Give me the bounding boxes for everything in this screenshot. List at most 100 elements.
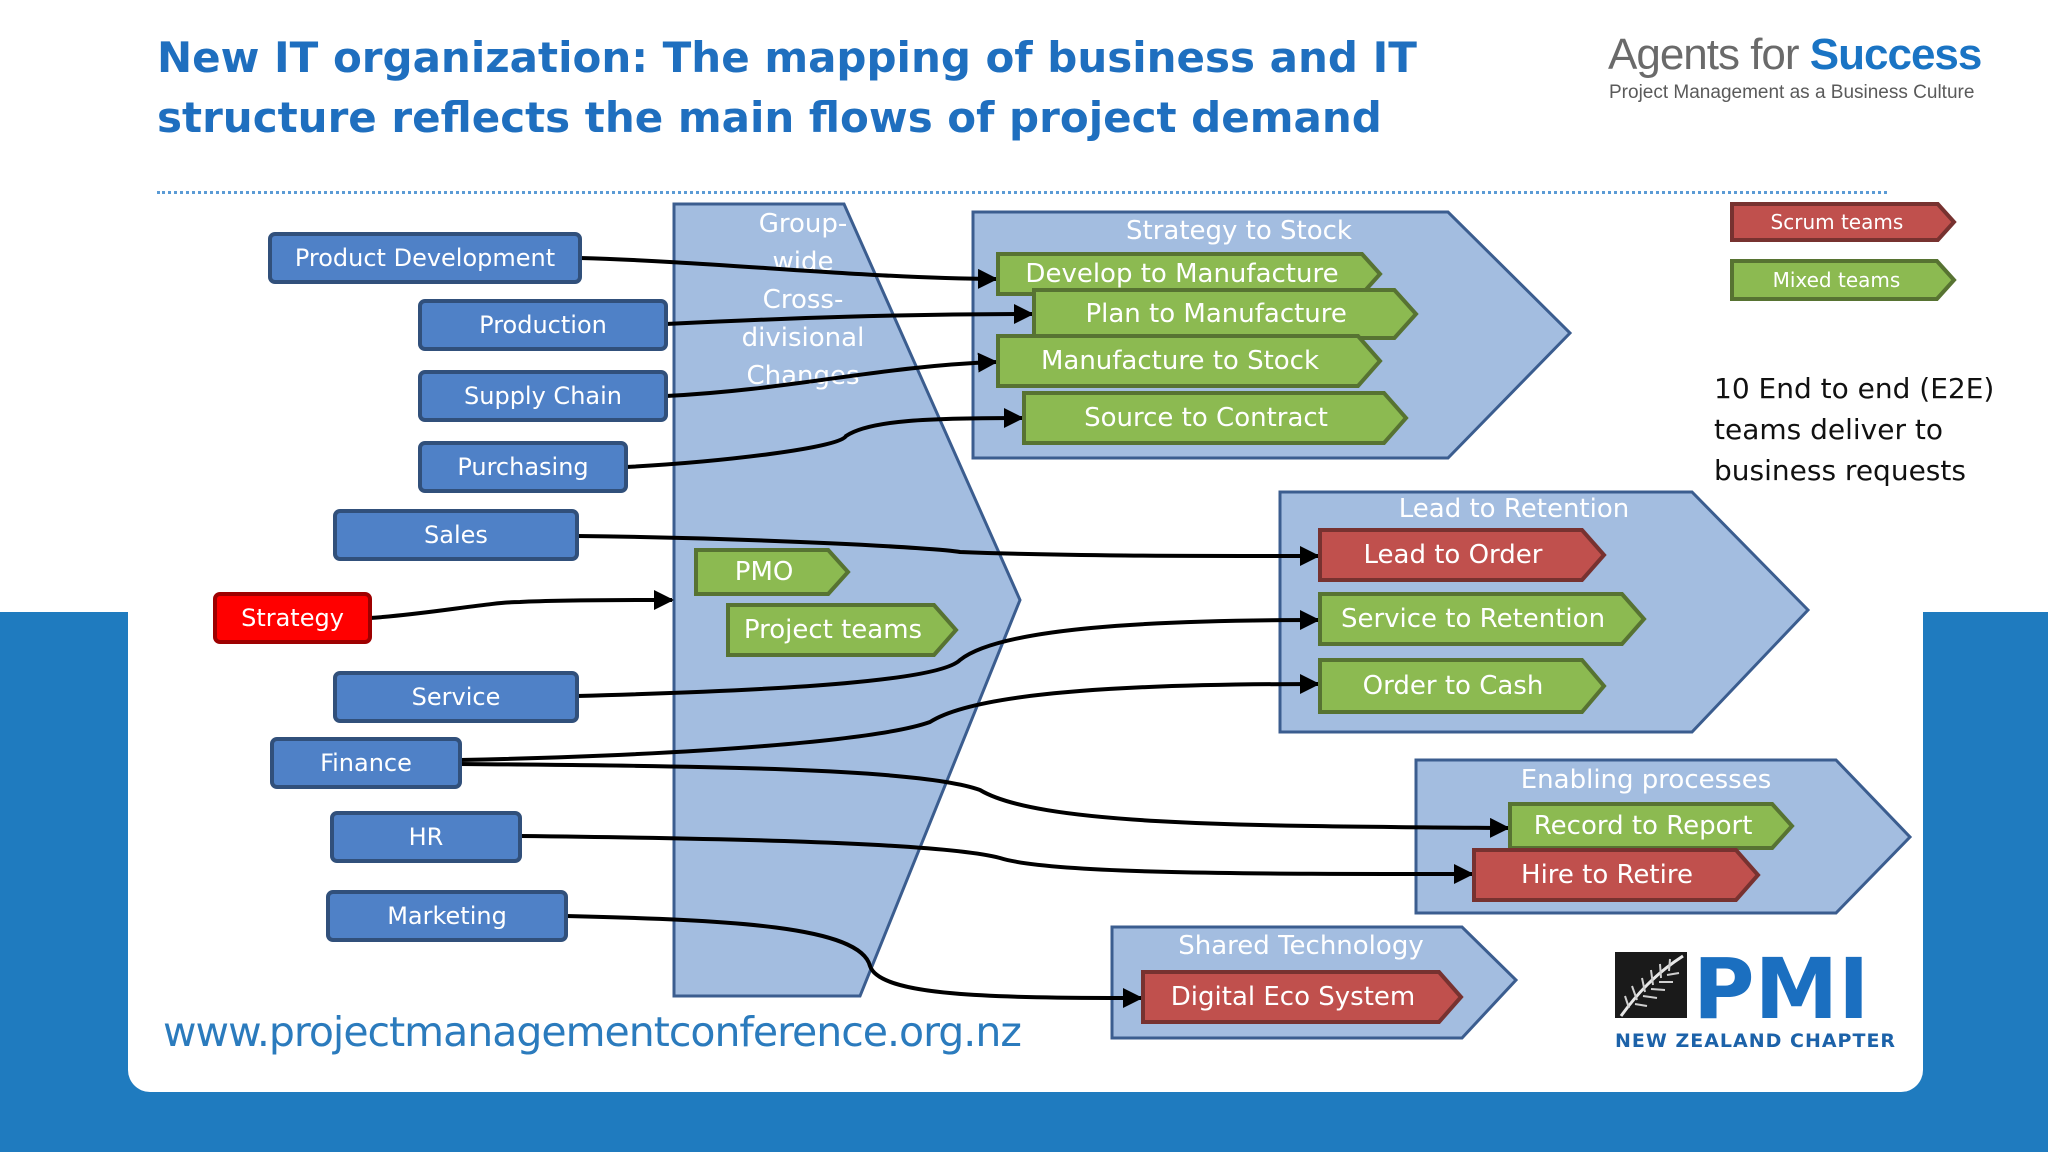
center-title-line: Group- xyxy=(759,209,848,239)
center-title-line: Cross- xyxy=(763,285,844,315)
business-unit-marketing-label: Marketing xyxy=(387,902,507,930)
team-des-label: Digital Eco System xyxy=(1171,982,1415,1012)
center-item-pmo-shape xyxy=(694,548,851,596)
business-unit-pd-label: Product Development xyxy=(295,244,555,272)
flow-arrow-prod-to-p2m xyxy=(665,304,1034,326)
process-group-title: Enabling processes xyxy=(1521,765,1772,795)
business-unit-sc-shape xyxy=(418,370,668,422)
process-group-title: Shared Technology xyxy=(1178,931,1423,961)
team-des[interactable]: Digital Eco System xyxy=(1141,970,1464,1024)
team-l2o-label: Lead to Order xyxy=(1364,540,1543,570)
pmi-chapter-label: NEW ZEALAND CHAPTER xyxy=(1615,1030,1897,1052)
business-unit-prod-shape xyxy=(418,299,668,351)
process-group-title: Lead to Retention xyxy=(1399,494,1629,524)
conference-url[interactable]: www.projectmanagementconference.org.nz xyxy=(163,1008,1022,1056)
flow-arrow-finance-to-o2c xyxy=(459,674,1320,762)
team-h2r[interactable]: Hire to Retire xyxy=(1472,848,1761,902)
center-item-pmo[interactable]: PMO xyxy=(694,548,851,596)
business-unit-purch-shape xyxy=(418,441,628,493)
logo-tagline: Project Management as a Business Culture xyxy=(1609,82,1975,103)
business-unit-pd[interactable]: Product Development xyxy=(268,232,582,284)
team-m2s[interactable]: Manufacture to Stock xyxy=(996,334,1383,388)
pmi-logo: PMI xyxy=(1615,948,1869,1024)
business-unit-hr[interactable]: HR xyxy=(330,811,522,863)
business-unit-purch-label: Purchasing xyxy=(457,453,588,481)
center-title-line: divisional xyxy=(742,323,865,353)
team-des-shape xyxy=(1141,970,1464,1024)
team-l2o[interactable]: Lead to Order xyxy=(1318,528,1607,582)
business-unit-finance-label: Finance xyxy=(320,749,412,777)
flow-arrow-service-to-s2r xyxy=(576,610,1320,698)
team-l2o-shape xyxy=(1318,528,1607,582)
flow-arrow-pd-to-d2m xyxy=(579,256,998,289)
pmi-logo-text: PMI xyxy=(1693,948,1869,1024)
center-item-projteams[interactable]: Project teams xyxy=(726,603,959,657)
flow-arrow-marketing-to-des xyxy=(565,914,1143,1008)
business-unit-purch[interactable]: Purchasing xyxy=(418,441,628,493)
center-item-pmo-label: PMO xyxy=(735,557,794,587)
team-h2r-label: Hire to Retire xyxy=(1521,860,1693,890)
team-r2r[interactable]: Record to Report xyxy=(1508,802,1795,850)
business-unit-marketing-shape xyxy=(326,890,568,942)
business-unit-prod-label: Production xyxy=(479,311,607,339)
dotted-divider xyxy=(157,191,1887,194)
business-unit-sales-shape xyxy=(333,509,579,561)
legend-scrum-label: Scrum teams xyxy=(1771,210,1904,234)
team-s2r-shape xyxy=(1318,592,1647,646)
slide-title: New IT organization: The mapping of busi… xyxy=(157,33,1417,142)
flow-arrow-purch-to-s2c xyxy=(625,408,1024,469)
team-s2c-label: Source to Contract xyxy=(1084,403,1328,433)
business-unit-strategy[interactable]: Strategy xyxy=(213,592,372,644)
team-p2m-shape xyxy=(1032,288,1419,340)
process-group-title: Strategy to Stock xyxy=(1126,216,1352,246)
business-unit-hr-label: HR xyxy=(409,823,444,851)
business-unit-finance[interactable]: Finance xyxy=(270,737,462,789)
flow-arrow-sales-to-l2o xyxy=(576,534,1320,566)
team-s2r[interactable]: Service to Retention xyxy=(1318,592,1647,646)
business-unit-hr-shape xyxy=(330,811,522,863)
team-p2m[interactable]: Plan to Manufacture xyxy=(1032,288,1419,340)
business-unit-service[interactable]: Service xyxy=(333,671,579,723)
legend-scrum-shape xyxy=(1730,202,1957,242)
team-o2c-label: Order to Cash xyxy=(1363,671,1544,701)
legend-mixed-label: Mixed teams xyxy=(1773,268,1901,292)
flow-arrow-sc-to-m2s xyxy=(665,352,998,398)
legend-mixed-shape xyxy=(1730,259,1957,301)
e2e-teams-note: 10 End to end (E2E) teams deliver to bus… xyxy=(1714,372,1995,487)
team-o2c[interactable]: Order to Cash xyxy=(1318,658,1607,714)
legend-scrum[interactable]: Scrum teams xyxy=(1730,202,1957,242)
business-unit-marketing[interactable]: Marketing xyxy=(326,890,568,942)
team-o2c-shape xyxy=(1318,658,1607,714)
team-s2c[interactable]: Source to Contract xyxy=(1022,391,1409,445)
business-unit-strategy-label: Strategy xyxy=(241,604,344,632)
team-h2r-shape xyxy=(1472,848,1761,902)
team-s2r-label: Service to Retention xyxy=(1341,604,1605,634)
business-unit-prod[interactable]: Production xyxy=(418,299,668,351)
team-d2m-shape xyxy=(996,252,1383,296)
business-unit-sales-label: Sales xyxy=(424,521,488,549)
legend-mixed[interactable]: Mixed teams xyxy=(1730,259,1957,301)
team-d2m-label: Develop to Manufacture xyxy=(1025,259,1338,289)
team-s2c-shape xyxy=(1022,391,1409,445)
business-unit-sc[interactable]: Supply Chain xyxy=(418,370,668,422)
center-item-projteams-shape xyxy=(726,603,959,657)
team-m2s-shape xyxy=(996,334,1383,388)
flow-arrow-hr-to-h2r xyxy=(519,834,1474,884)
business-unit-service-shape xyxy=(333,671,579,723)
center-item-projteams-label: Project teams xyxy=(744,615,922,645)
business-unit-service-label: Service xyxy=(412,683,501,711)
group-wide-changes-shape xyxy=(672,202,1022,998)
business-unit-sales[interactable]: Sales xyxy=(333,509,579,561)
fern-icon xyxy=(1615,952,1687,1018)
team-p2m-label: Plan to Manufacture xyxy=(1085,299,1346,329)
business-unit-pd-shape xyxy=(268,232,582,284)
business-unit-strategy-shape xyxy=(213,592,372,644)
agents-for-success-logo: Agents for Success xyxy=(1608,30,1982,79)
team-d2m[interactable]: Develop to Manufacture xyxy=(996,252,1383,296)
team-m2s-label: Manufacture to Stock xyxy=(1041,346,1319,376)
flow-arrow-strategy-to-center xyxy=(369,590,674,620)
team-r2r-shape xyxy=(1508,802,1795,850)
team-r2r-label: Record to Report xyxy=(1534,811,1753,841)
flow-arrow-finance-to-r2r xyxy=(459,762,1510,838)
